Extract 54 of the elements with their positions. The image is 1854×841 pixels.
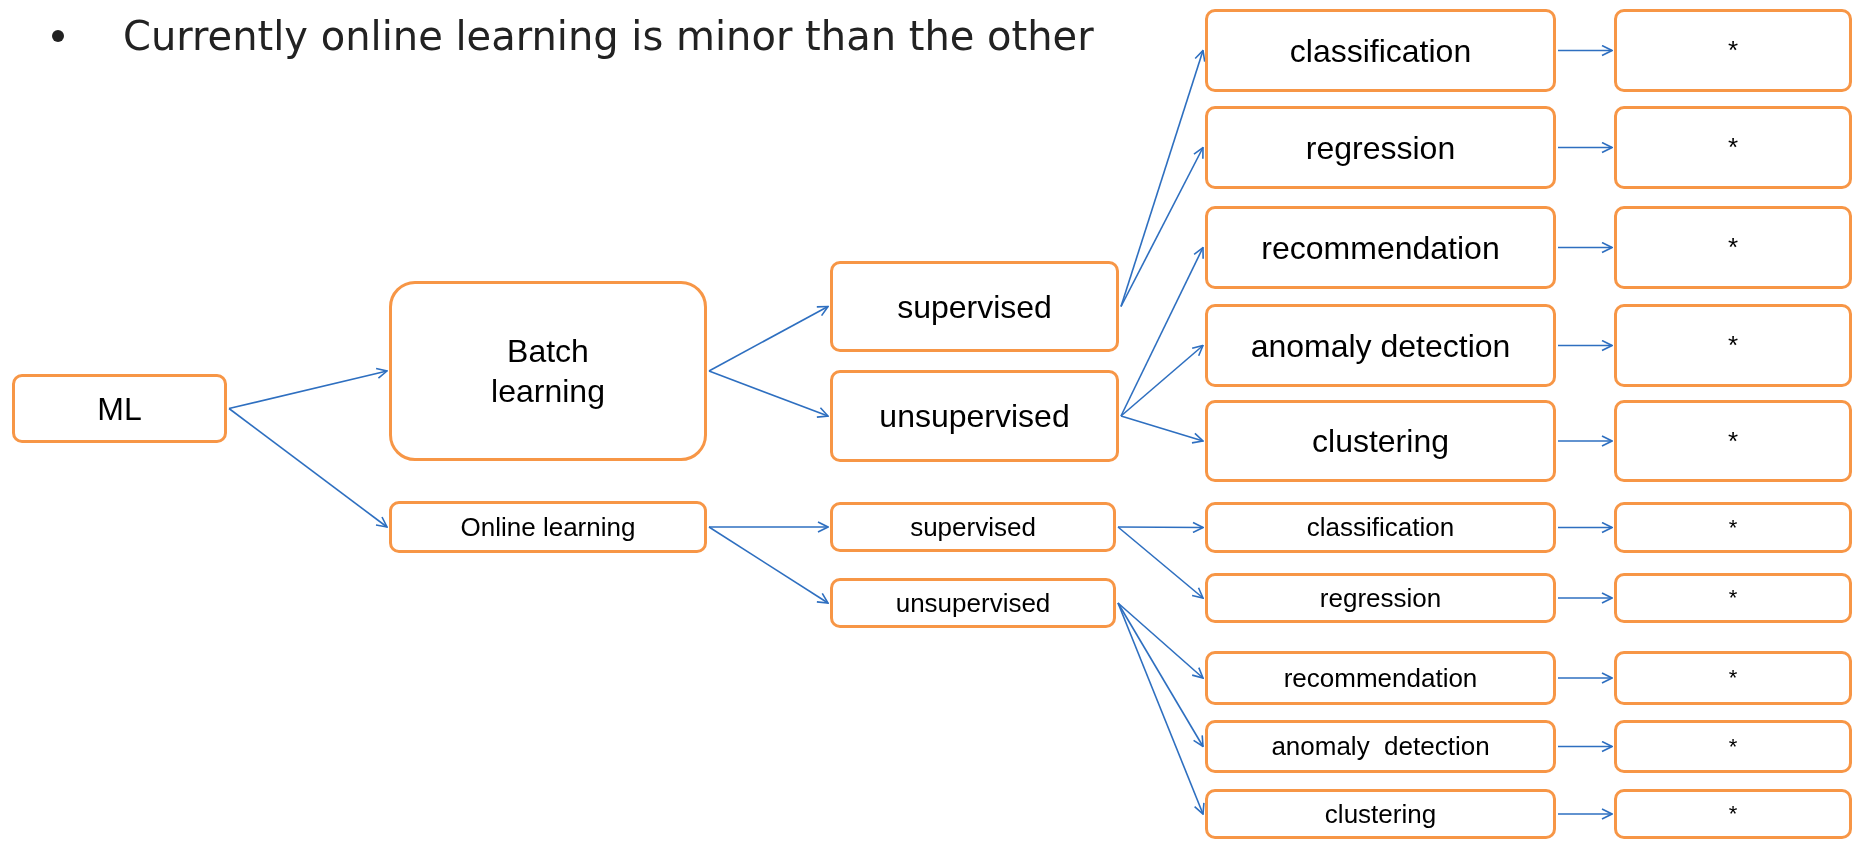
process-box: clustering bbox=[1205, 400, 1556, 482]
process-box: * bbox=[1614, 106, 1852, 189]
arrow bbox=[1120, 344, 1204, 417]
arrow bbox=[1557, 339, 1613, 352]
arrow bbox=[1120, 246, 1204, 417]
process-box: * bbox=[1614, 9, 1852, 92]
arrow bbox=[1557, 740, 1613, 753]
process-box: classification bbox=[1205, 502, 1556, 553]
process-box: anomaly detection bbox=[1205, 720, 1556, 773]
arrow bbox=[1557, 592, 1613, 604]
arrow bbox=[1557, 672, 1613, 684]
arrow bbox=[1557, 808, 1613, 820]
process-box: supervised bbox=[830, 502, 1116, 552]
process-box: classification bbox=[1205, 9, 1556, 92]
arrow bbox=[1557, 44, 1613, 57]
arrow bbox=[1120, 146, 1204, 308]
process-box: * bbox=[1614, 304, 1852, 387]
process-box: * bbox=[1614, 720, 1852, 773]
arrow bbox=[1117, 602, 1205, 815]
process-box: Batch learning bbox=[389, 281, 707, 461]
arrow bbox=[1117, 526, 1204, 599]
arrow bbox=[708, 526, 829, 604]
process-box: regression bbox=[1205, 106, 1556, 189]
process-box: unsupervised bbox=[830, 370, 1119, 462]
process-box: clustering bbox=[1205, 789, 1556, 839]
process-box: * bbox=[1614, 400, 1852, 482]
arrow bbox=[1117, 602, 1204, 748]
note-text: Currently online learning is minor than the other bbox=[123, 12, 1094, 61]
process-box: * bbox=[1614, 206, 1852, 289]
arrow bbox=[1557, 521, 1613, 534]
arrow bbox=[1120, 415, 1204, 444]
process-box: * bbox=[1614, 651, 1852, 705]
process-box: supervised bbox=[830, 261, 1119, 352]
arrow bbox=[1557, 435, 1613, 447]
arrow bbox=[1117, 521, 1204, 534]
process-box: anomaly detection bbox=[1205, 304, 1556, 387]
arrow bbox=[1120, 49, 1206, 308]
arrow bbox=[708, 305, 829, 372]
process-box: ML bbox=[12, 374, 227, 443]
process-box: recommendation bbox=[1205, 651, 1556, 705]
process-box: recommendation bbox=[1205, 206, 1556, 289]
process-box: * bbox=[1614, 789, 1852, 839]
process-box: regression bbox=[1205, 573, 1556, 623]
arrow bbox=[708, 521, 829, 533]
arrow bbox=[708, 370, 829, 418]
arrow bbox=[228, 407, 388, 528]
process-box: Online learning bbox=[389, 501, 707, 553]
arrow bbox=[1557, 141, 1613, 154]
arrow bbox=[1117, 602, 1204, 679]
arrow bbox=[228, 367, 388, 410]
process-box: unsupervised bbox=[830, 578, 1116, 628]
arrow bbox=[1557, 241, 1613, 254]
process-box: * bbox=[1614, 573, 1852, 623]
process-box: * bbox=[1614, 502, 1852, 553]
